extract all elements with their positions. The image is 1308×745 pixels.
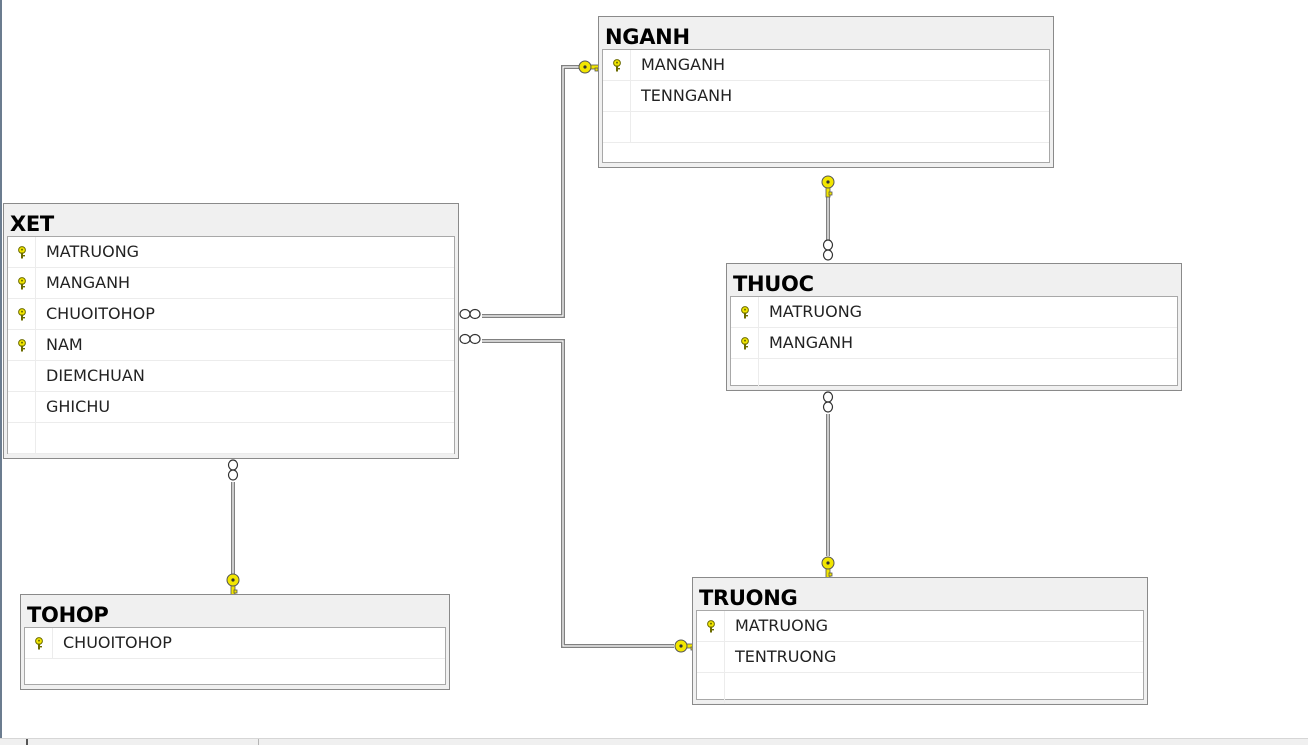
key-icon xyxy=(706,620,716,633)
key-icon xyxy=(34,637,44,650)
column-name: TENNGANH xyxy=(641,86,733,105)
key-icon xyxy=(740,306,750,319)
key-icon xyxy=(740,337,750,350)
scroll-splitter[interactable] xyxy=(258,739,259,745)
column-row[interactable]: MANGANH xyxy=(731,328,1177,359)
column-grid: MATRUONG MANGANH CHUOITOHOP NAM DIEMCHUAN GHI… xyxy=(7,236,455,454)
scroll-marker xyxy=(26,739,28,745)
table-truong[interactable]: TRUONG MATRUONG TENTRUONG xyxy=(692,577,1148,705)
table-thuoc[interactable]: THUOC MATRUONG MANGANH xyxy=(726,263,1182,391)
column-grid: MATRUONG TENTRUONG xyxy=(696,610,1144,704)
column-name: MATRUONG xyxy=(735,616,829,635)
column-row[interactable]: TENTRUONG xyxy=(697,642,1143,673)
column-grid: MATRUONG MANGANH xyxy=(730,296,1178,390)
table-title: TOHOP xyxy=(27,603,109,627)
relationship-xet-tohop[interactable] xyxy=(226,459,240,596)
relationship-key-icon xyxy=(226,573,240,596)
column-name: MANGANH xyxy=(46,273,131,292)
table-title: XET xyxy=(10,212,54,236)
row-selector[interactable] xyxy=(8,330,36,360)
relationship-key-icon xyxy=(821,556,835,579)
horizontal-scrollbar[interactable] xyxy=(0,738,1308,745)
column-name: DIEMCHUAN xyxy=(46,366,145,385)
row-selector[interactable] xyxy=(603,81,631,111)
row-selector[interactable] xyxy=(8,299,36,329)
column-name: MANGANH xyxy=(769,333,854,352)
column-name: CHUOITOHOP xyxy=(63,633,172,652)
table-title: THUOC xyxy=(733,272,814,296)
column-grid: MANGANH TENNGANH xyxy=(602,49,1050,163)
relationship-xet-nganh[interactable] xyxy=(459,60,601,320)
column-row[interactable]: MATRUONG xyxy=(8,237,454,268)
key-icon xyxy=(17,308,27,321)
column-row[interactable]: MATRUONG xyxy=(731,297,1177,328)
row-selector[interactable] xyxy=(8,268,36,298)
column-row[interactable]: MATRUONG xyxy=(697,611,1143,642)
table-title: TRUONG xyxy=(699,586,798,610)
column-name: CHUOITOHOP xyxy=(46,304,155,323)
table-title: NGANH xyxy=(605,25,690,49)
row-selector[interactable] xyxy=(731,297,759,327)
row-selector[interactable] xyxy=(8,423,36,453)
window-edge xyxy=(0,0,2,744)
column-name: NAM xyxy=(46,335,83,354)
column-row[interactable]: MANGANH xyxy=(8,268,454,299)
row-selector[interactable] xyxy=(731,359,759,389)
column-row[interactable]: CHUOITOHOP xyxy=(25,628,445,659)
empty-row[interactable] xyxy=(697,673,1143,704)
row-selector[interactable] xyxy=(697,611,725,641)
key-icon xyxy=(612,59,622,72)
column-name: MANGANH xyxy=(641,55,726,74)
row-selector[interactable] xyxy=(697,642,725,672)
infinity-icon xyxy=(822,391,834,413)
row-selector[interactable] xyxy=(731,328,759,358)
column-name: MATRUONG xyxy=(769,302,863,321)
column-row[interactable]: MANGANH xyxy=(603,50,1049,81)
empty-row[interactable] xyxy=(8,423,454,454)
row-selector[interactable] xyxy=(8,361,36,391)
row-selector[interactable] xyxy=(25,628,53,658)
infinity-icon xyxy=(227,459,239,481)
column-row[interactable]: GHICHU xyxy=(8,392,454,423)
empty-row[interactable] xyxy=(731,359,1177,390)
infinity-icon xyxy=(459,333,481,345)
infinity-icon xyxy=(459,308,481,320)
key-icon xyxy=(17,339,27,352)
relationship-key-icon xyxy=(821,175,835,198)
table-nganh[interactable]: NGANH MANGANH TENNGANH xyxy=(598,16,1054,168)
row-selector[interactable] xyxy=(8,237,36,267)
relationship-key-icon xyxy=(578,60,601,74)
row-selector[interactable] xyxy=(603,112,631,142)
row-selector[interactable] xyxy=(603,50,631,80)
table-tohop[interactable]: TOHOP CHUOITOHOP xyxy=(20,594,450,690)
empty-row[interactable] xyxy=(603,112,1049,143)
relationship-thuoc-nganh[interactable] xyxy=(821,175,835,261)
table-xet[interactable]: XET MATRUONG MANGANH CHUOITOHOP NAM DIEMCHUA… xyxy=(3,203,459,459)
column-name: GHICHU xyxy=(46,397,111,416)
column-row[interactable]: DIEMCHUAN xyxy=(8,361,454,392)
infinity-icon xyxy=(822,239,834,261)
row-selector[interactable] xyxy=(697,673,725,703)
key-icon xyxy=(17,246,27,259)
column-grid: CHUOITOHOP xyxy=(24,627,446,685)
row-selector[interactable] xyxy=(8,392,36,422)
key-icon xyxy=(17,277,27,290)
column-name: MATRUONG xyxy=(46,242,140,261)
column-row[interactable]: TENNGANH xyxy=(603,81,1049,112)
relationship-xet-truong[interactable] xyxy=(459,333,697,653)
column-row[interactable]: CHUOITOHOP xyxy=(8,299,454,330)
column-name: TENTRUONG xyxy=(735,647,837,666)
relationship-thuoc-truong[interactable] xyxy=(821,391,835,579)
column-row[interactable]: NAM xyxy=(8,330,454,361)
